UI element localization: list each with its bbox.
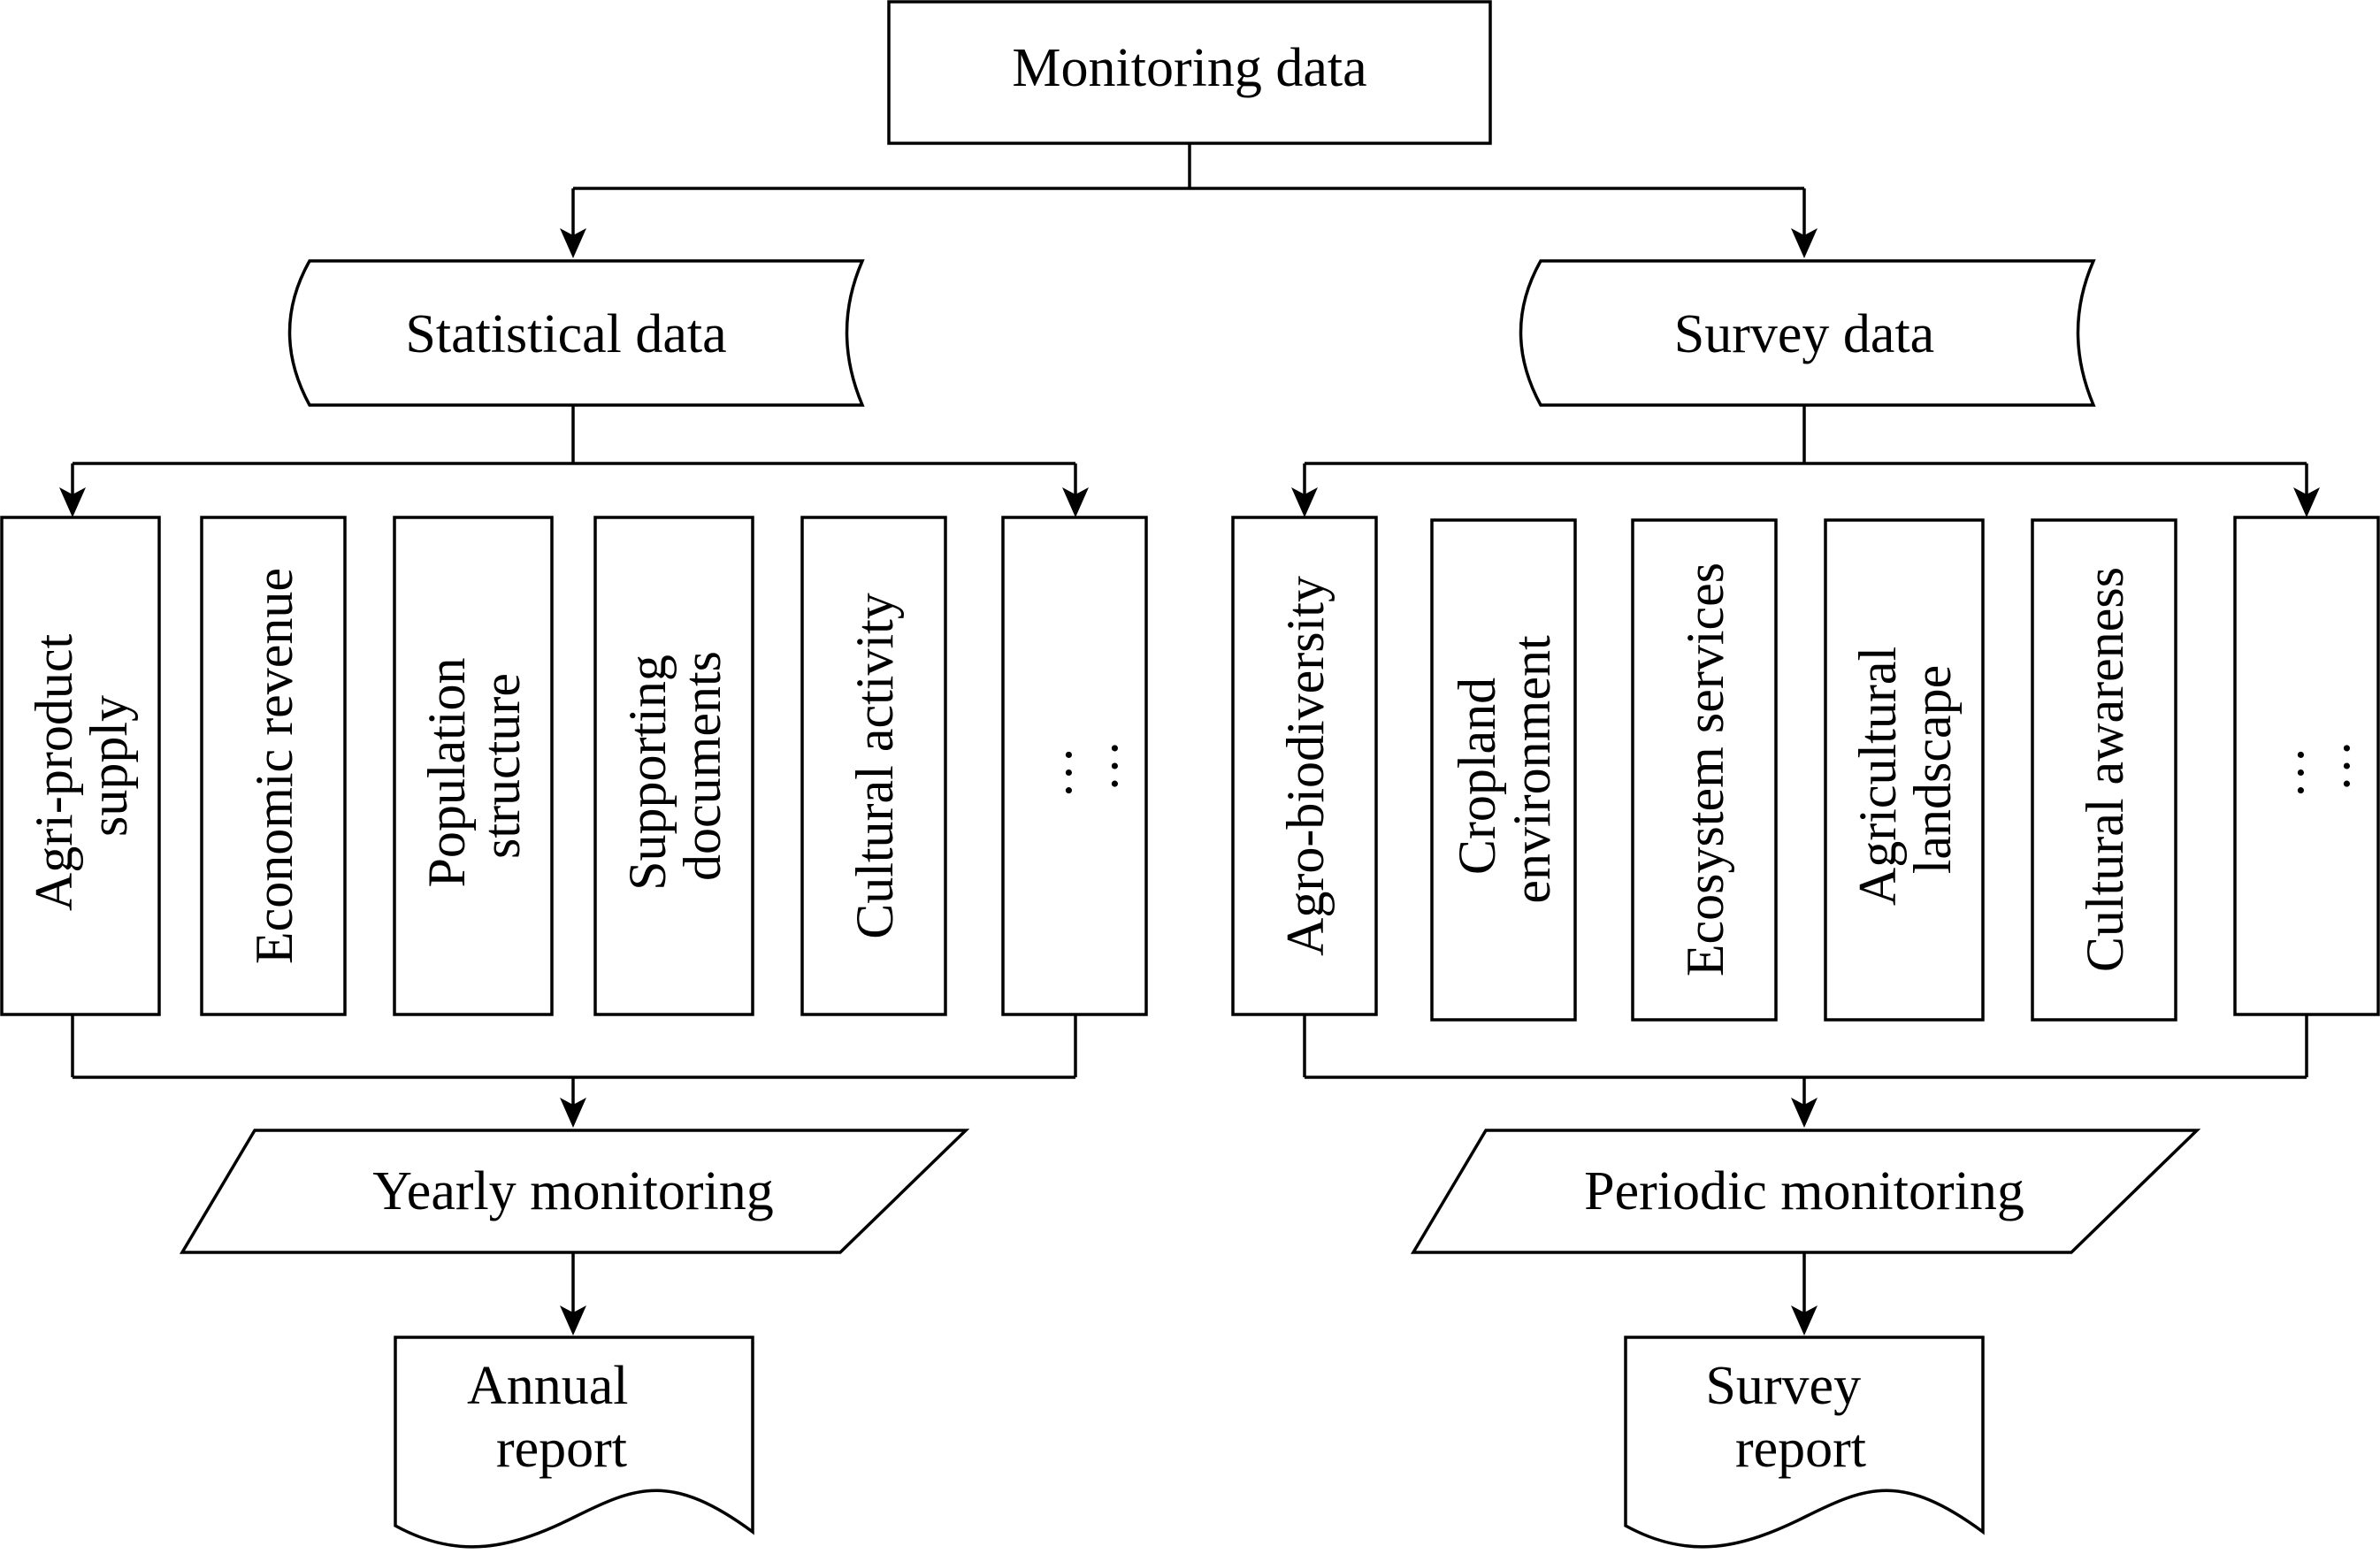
root-connectors [560, 143, 1818, 258]
item-line: … [2302, 739, 2361, 792]
report-line: report [496, 1419, 627, 1479]
report-line: report [1735, 1419, 1866, 1479]
item-line: environment [1503, 635, 1561, 904]
report-line: Survey [1705, 1356, 1861, 1416]
survey-data-node: Survey data [1519, 259, 2096, 407]
statistical-item-4: Cultural activity [800, 516, 947, 1016]
annual-report-label: Annual report [467, 1356, 642, 1479]
item-line: Cropland [1448, 677, 1506, 875]
branch-survey: Survey data Agro-biodiversity Cropland e… [1231, 259, 2380, 1549]
survey-fanout [1303, 405, 2308, 504]
survey-report-label: Survey report [1705, 1356, 1874, 1479]
survey-item-4: Cultural awareness [2031, 518, 2177, 1022]
statistical-item-label: Economic revenue [245, 568, 303, 964]
survey-report-node: Survey report [1624, 1336, 1985, 1549]
statistical-item-1: Economic revenue [200, 516, 347, 1016]
survey-item-label: Cultural awareness [2076, 567, 2134, 972]
branch-statistical: Statistical data Agri-product supply Eco… [0, 259, 1148, 1549]
item-line: … [2256, 746, 2315, 800]
survey-item-label: Agro-biodiversity [1276, 576, 1335, 956]
statistical-merge [71, 1014, 1077, 1113]
item-line: Supporting [618, 655, 677, 891]
root-node: Monitoring data [887, 0, 1492, 145]
report-line: Annual [467, 1356, 629, 1416]
item-line: Population [417, 657, 476, 887]
survey-item-3: Agricultural landscape [1824, 518, 1985, 1022]
item-line: Cultural activity [846, 593, 904, 939]
survey-item-label: Agricultural landscape [1848, 633, 1962, 906]
survey-item-label: Cropland environment [1448, 635, 1561, 904]
survey-data-label: Survey data [1674, 304, 1934, 364]
statistical-item-label: Population structure [417, 644, 531, 887]
item-line: documents [673, 651, 731, 881]
statistical-data-label: Statistical data [405, 304, 726, 364]
statistical-data-node: Statistical data [287, 259, 865, 407]
yearly-monitoring-label: Yearly monitoring [372, 1161, 774, 1221]
item-line: … [1070, 739, 1129, 792]
statistical-item-ellipsis: … … [1024, 733, 1129, 800]
item-line: Ecosystem services [1676, 563, 1734, 976]
yearly-monitoring-node: Yearly monitoring [179, 1129, 970, 1254]
periodic-monitoring-node: Periodic monitoring [1410, 1129, 2201, 1254]
item-line: Cultural awareness [2076, 567, 2134, 972]
item-line: Agro-biodiversity [1276, 576, 1335, 956]
survey-item-label: Ecosystem services [1676, 563, 1734, 976]
item-line: Agricultural [1848, 647, 1907, 906]
item-line: structure [472, 673, 531, 859]
statistical-item-3: Supporting documents [593, 516, 754, 1016]
item-line: landscape [1903, 665, 1962, 875]
item-line: … [1024, 746, 1083, 800]
survey-merge [1303, 1014, 2308, 1113]
survey-item-2: Ecosystem services [1631, 518, 1778, 1022]
statistical-fanout [71, 405, 1077, 504]
item-line: Agri-product [25, 634, 83, 912]
statistical-item-label: Supporting documents [618, 641, 731, 891]
root-label: Monitoring data [1012, 38, 1366, 98]
survey-item-0: Agro-biodiversity [1231, 516, 1378, 1016]
survey-item-5: … … [2233, 516, 2380, 1016]
statistical-item-label: Cultural activity [846, 593, 904, 939]
survey-item-1: Cropland environment [1430, 518, 1577, 1022]
periodic-monitoring-label: Periodic monitoring [1584, 1161, 2024, 1221]
survey-item-ellipsis: … … [2256, 733, 2361, 800]
statistical-item-label: Agri-product supply [25, 621, 138, 911]
statistical-item-2: Population structure [393, 516, 554, 1016]
statistical-item-5: … … [1001, 516, 1148, 1016]
annual-report-node: Annual report [394, 1336, 754, 1549]
item-line: Economic revenue [245, 568, 303, 964]
item-line: supply [80, 695, 138, 837]
statistical-item-0: Agri-product supply [0, 516, 161, 1016]
